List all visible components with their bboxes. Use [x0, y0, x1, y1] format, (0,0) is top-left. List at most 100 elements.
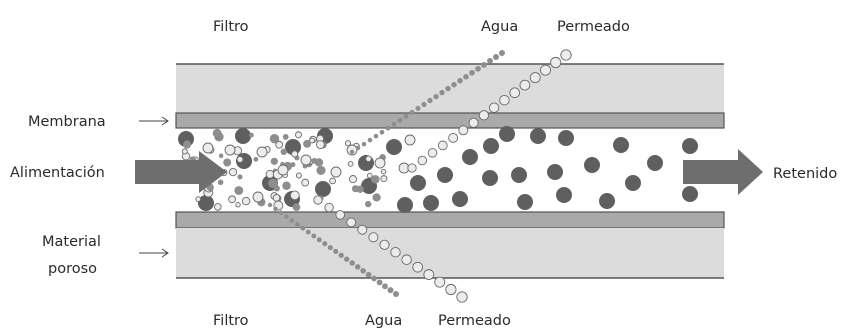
particle-open: [315, 140, 325, 150]
permeate-stream-top: [417, 155, 428, 166]
water-permeate-stream-top: [475, 65, 481, 72]
particle-open: [291, 150, 299, 158]
permeate-stream-bottom: [423, 269, 435, 281]
top-membrane: [175, 112, 725, 129]
particle-small: [223, 158, 232, 167]
label-agua-bottom: Agua: [365, 313, 402, 329]
particle-small: [356, 185, 364, 193]
particle-large: [556, 187, 572, 203]
water-permeate-stream-top: [379, 129, 385, 135]
permeate-stream-bottom: [445, 283, 457, 296]
water-permeate-stream-bottom: [327, 245, 333, 251]
permeate-stream-top: [499, 94, 510, 106]
retentate-arrow: [683, 149, 763, 195]
water-permeate-stream-bottom: [267, 202, 273, 208]
particles: [178, 126, 698, 213]
bottom-porous-material: [176, 228, 724, 278]
permeate-stream-top: [488, 102, 500, 113]
particle-large: [423, 195, 439, 211]
particle-large: [625, 175, 641, 191]
water-permeate-stream-top: [427, 97, 433, 104]
permeate-stream-bottom: [335, 210, 346, 220]
feed-arrow: [135, 151, 227, 193]
particle-large: [397, 197, 413, 213]
particle-small: [218, 153, 224, 159]
particle-small: [280, 148, 288, 156]
water-permeate-stream-bottom: [289, 218, 295, 223]
particle-large: [647, 155, 663, 171]
water-permeate-stream-top: [433, 93, 439, 100]
particle-large: [285, 139, 301, 155]
permeate-stream-top: [539, 64, 552, 76]
particle-open: [301, 178, 310, 187]
particle-open: [213, 203, 222, 211]
permeate-streams: [267, 49, 572, 303]
particle-large: [613, 137, 629, 153]
water-permeate-stream-top: [361, 141, 367, 147]
particle-open: [195, 196, 202, 202]
particle-large: [682, 138, 698, 154]
water-permeate-stream-bottom: [354, 264, 361, 270]
particle-large: [315, 181, 331, 197]
water-permeate-stream-top: [493, 54, 499, 60]
particle-large: [483, 138, 499, 154]
permeate-stream-top: [478, 110, 490, 121]
particle-open: [348, 175, 358, 184]
particle-open: [347, 161, 354, 167]
permeate-stream-bottom: [434, 276, 446, 288]
particle-large: [198, 195, 214, 211]
particle-open: [380, 168, 387, 175]
water-permeate-stream-top: [499, 50, 505, 56]
particle-open: [202, 142, 214, 154]
permeate-stream-bottom: [379, 239, 390, 250]
water-permeate-stream-top: [445, 85, 451, 92]
particle-open: [241, 196, 251, 206]
particle-open: [228, 195, 236, 204]
particle-small: [183, 140, 192, 149]
particle-large: [386, 139, 402, 155]
label-permeado-bottom: Permeado: [438, 313, 511, 329]
particle-large: [584, 157, 600, 173]
water-permeate-stream-bottom: [311, 233, 317, 239]
particle-open: [329, 177, 336, 185]
particle-small: [365, 200, 372, 208]
particle-open: [295, 172, 302, 179]
water-permeate-stream-top: [421, 101, 427, 108]
permeate-stream-bottom: [412, 261, 424, 273]
permeate-stream-top: [560, 49, 572, 61]
water-permeate-stream-top: [469, 69, 475, 76]
permeate-stream-top: [468, 117, 479, 128]
particle-open: [404, 134, 416, 146]
label-material-line1: Material: [42, 234, 101, 250]
particle-small: [372, 193, 381, 202]
permeate-stream-top: [458, 125, 469, 136]
water-permeate-stream-top: [457, 77, 463, 84]
particle-small: [253, 156, 259, 162]
permeate-stream-bottom: [401, 254, 412, 265]
permeate-stream-bottom: [357, 224, 368, 235]
water-permeate-stream-top: [487, 57, 493, 64]
water-permeate-stream-top: [349, 149, 355, 155]
particle-small: [237, 174, 243, 180]
water-permeate-stream-bottom: [376, 279, 383, 286]
particle-open: [272, 194, 281, 202]
permeate-stream-top: [407, 163, 417, 173]
water-permeate-stream-bottom: [360, 268, 366, 274]
particle-open: [277, 164, 289, 176]
particle-open: [380, 175, 388, 183]
water-permeate-stream-top: [391, 121, 397, 127]
permeate-stream-bottom: [368, 232, 379, 243]
water-permeate-stream-bottom: [305, 229, 311, 235]
label-material-line2: poroso: [48, 261, 97, 277]
particle-large: [530, 128, 546, 144]
water-permeate-stream-top: [355, 145, 361, 151]
permeate-stream-bottom: [346, 217, 357, 228]
particle-large: [682, 186, 698, 202]
water-permeate-stream-top: [367, 137, 373, 143]
water-permeate-stream-top: [397, 117, 403, 123]
particle-large: [558, 130, 574, 146]
particle-large: [410, 175, 426, 191]
permeate-stream-top: [529, 72, 541, 84]
water-permeate-stream-bottom: [387, 287, 394, 294]
particle-large: [511, 167, 527, 183]
